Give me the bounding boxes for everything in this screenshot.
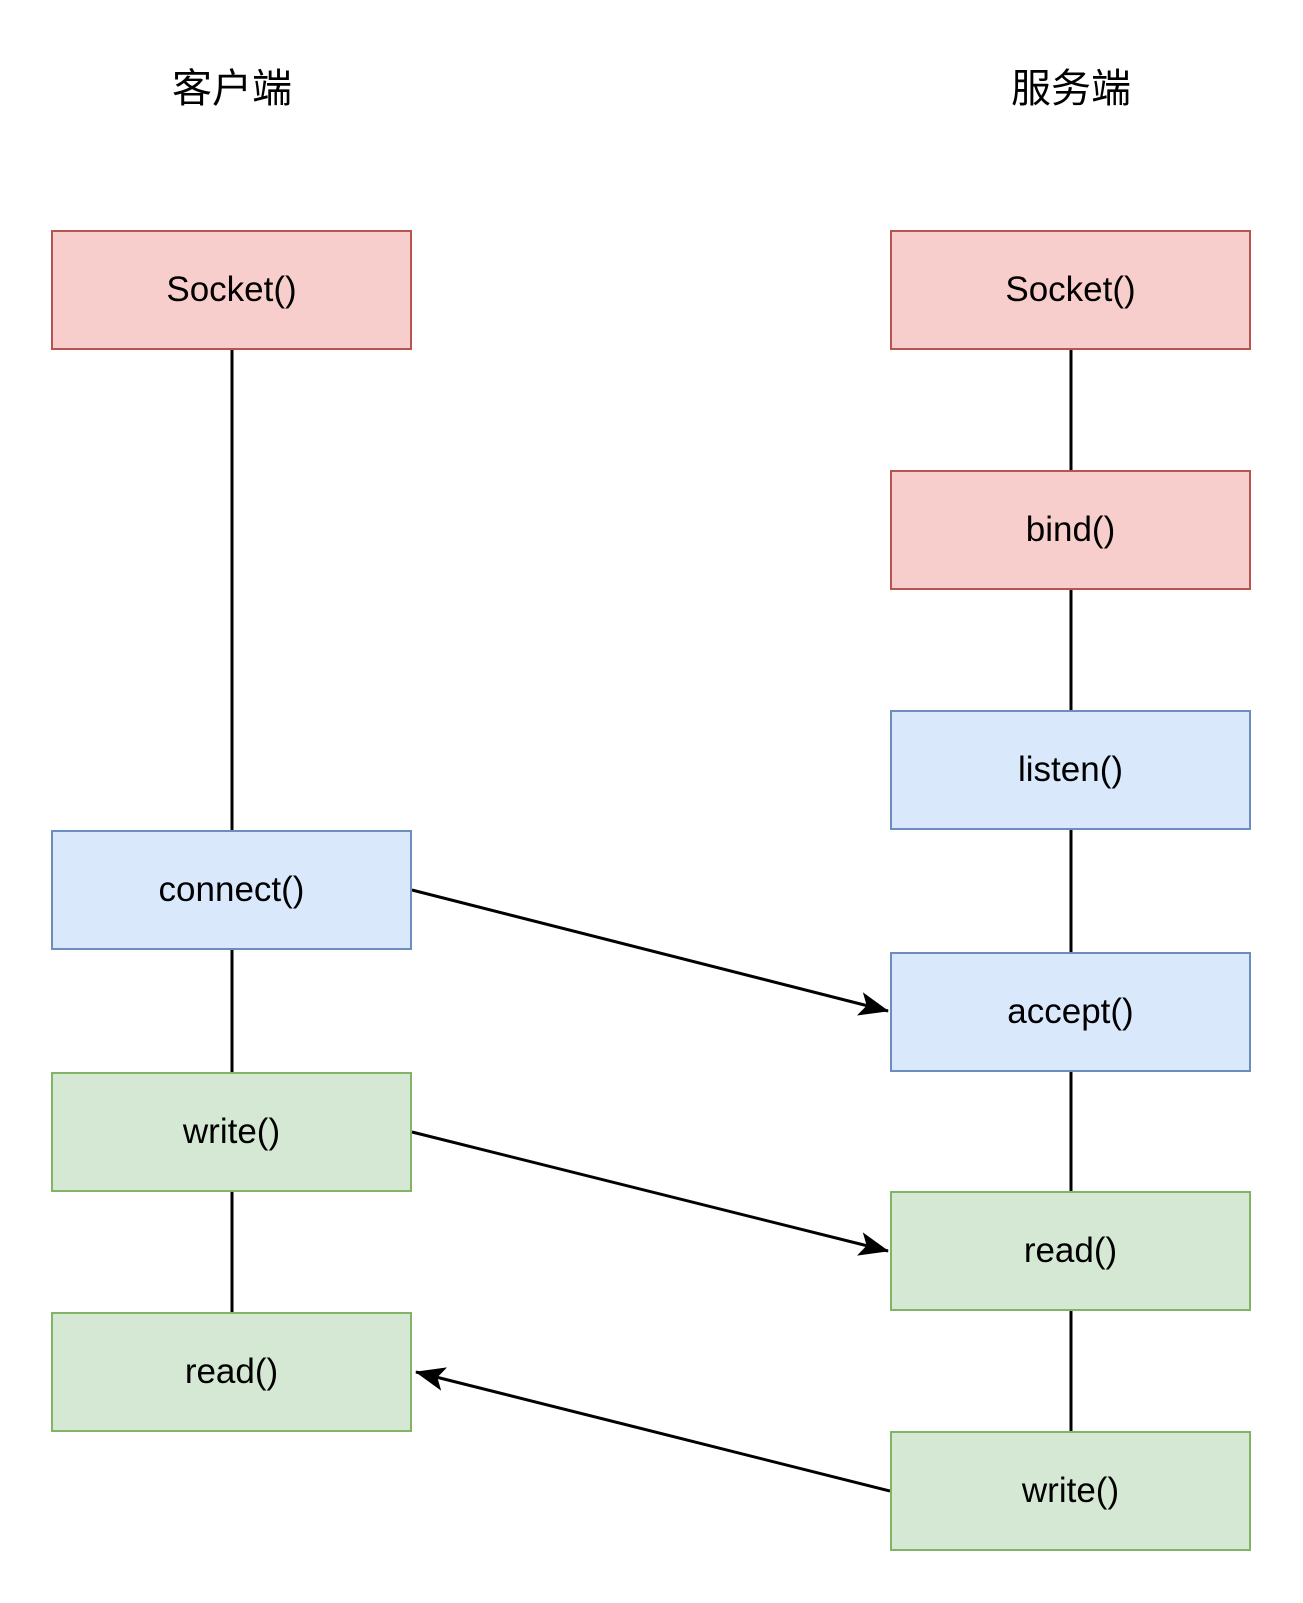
edge-arrow-connect-to-accept bbox=[411, 888, 889, 1016]
node-server-read: read() bbox=[890, 1191, 1251, 1311]
node-label: read() bbox=[1023, 1231, 1118, 1270]
node-label: Socket() bbox=[1005, 270, 1136, 309]
node-client-write: write() bbox=[51, 1072, 412, 1192]
node-label: accept() bbox=[1007, 992, 1134, 1031]
node-label: write() bbox=[182, 1112, 281, 1151]
node-client-connect: connect() bbox=[51, 830, 412, 950]
client-column-title: 客户端 bbox=[172, 66, 292, 111]
node-label: write() bbox=[1021, 1471, 1120, 1510]
node-label: bind() bbox=[1025, 510, 1116, 549]
edge-arrow-clientwrite-to-serverread bbox=[411, 1130, 889, 1256]
node-server-bind: bind() bbox=[890, 470, 1251, 590]
node-label: Socket() bbox=[166, 270, 297, 309]
edge-arrow-serverwrite-to-clientread bbox=[415, 1367, 891, 1493]
server-column-title: 服务端 bbox=[1011, 66, 1131, 111]
node-server-accept: accept() bbox=[890, 952, 1251, 1072]
node-server-write: write() bbox=[890, 1431, 1251, 1551]
node-server-socket: Socket() bbox=[890, 230, 1251, 350]
node-label: listen() bbox=[1017, 750, 1124, 789]
node-client-read: read() bbox=[51, 1312, 412, 1432]
node-label: connect() bbox=[158, 870, 305, 909]
node-server-listen: listen() bbox=[890, 710, 1251, 830]
node-label: read() bbox=[184, 1352, 279, 1391]
node-client-socket: Socket() bbox=[51, 230, 412, 350]
